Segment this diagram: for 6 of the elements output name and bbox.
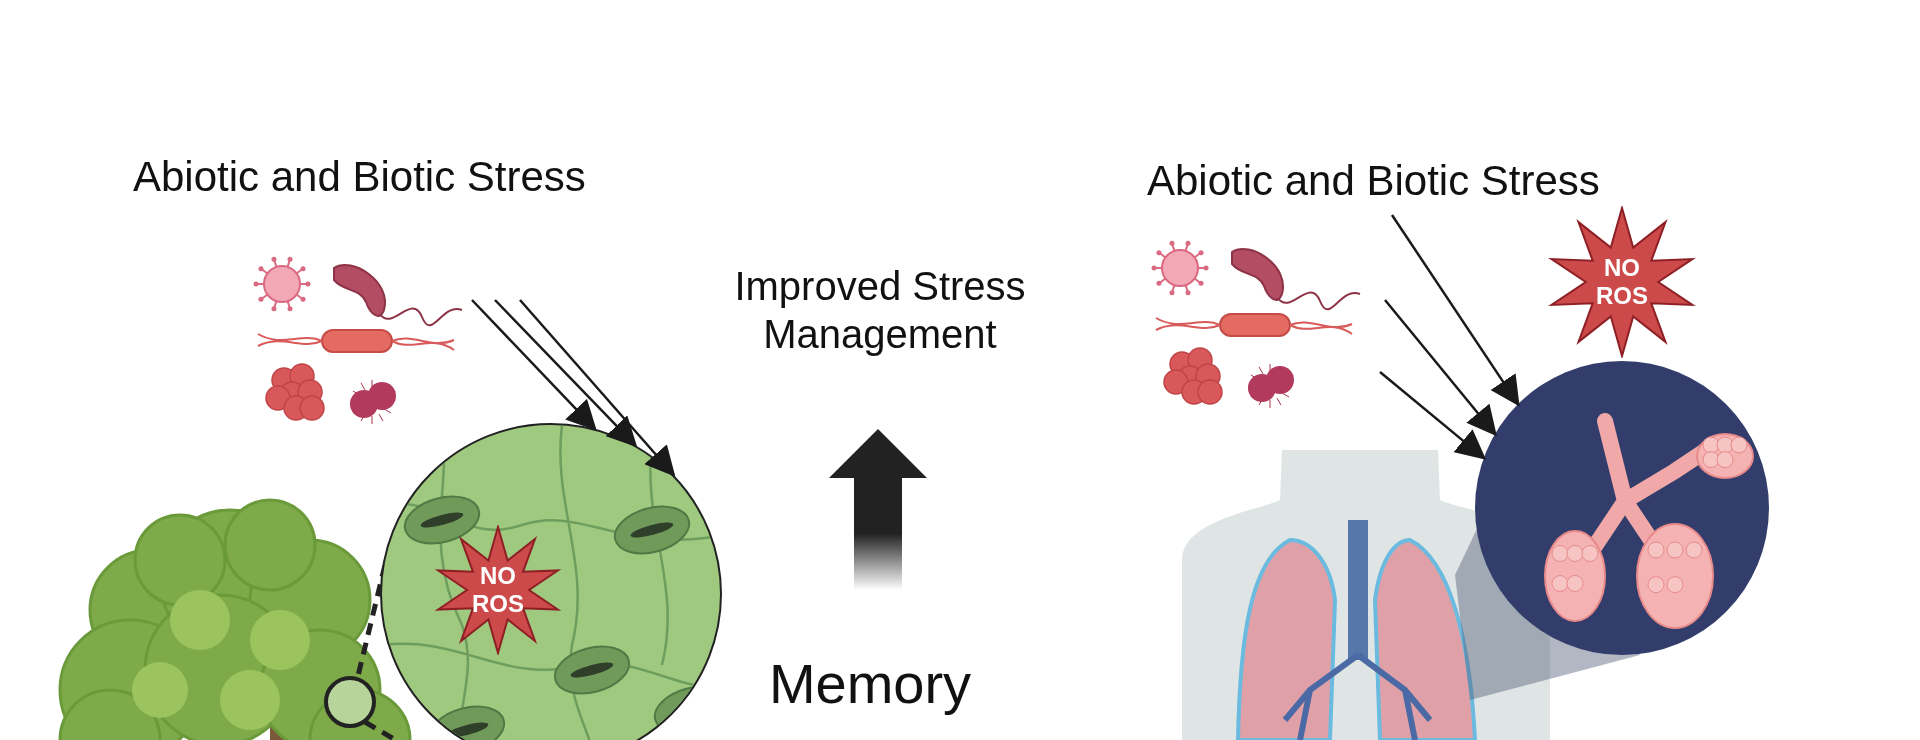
badge-text: NO ROS — [1595, 254, 1649, 310]
caption-text: Abiotic and Biotic Stress — [1147, 157, 1600, 204]
badge-text: NO ROS — [471, 562, 525, 618]
caption-text: Abiotic and Biotic Stress — [133, 153, 586, 200]
caption-text: Memory — [768, 652, 972, 715]
caption-text: Improved Stress Management — [734, 264, 1026, 356]
